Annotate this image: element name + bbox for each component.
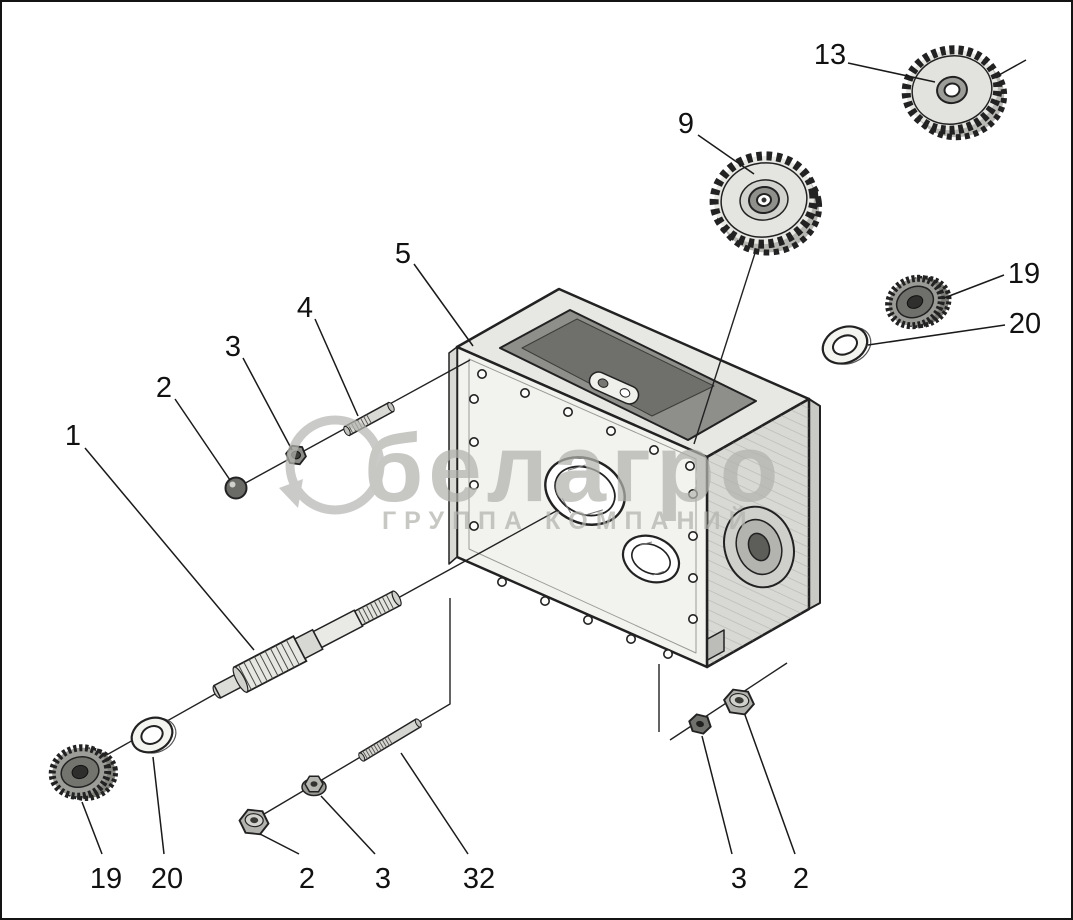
nut-2-bottom-right bbox=[723, 688, 755, 716]
housing-rear-flange bbox=[808, 398, 821, 610]
callout-5: 5 bbox=[395, 238, 411, 270]
nut-3-bottom-right bbox=[688, 713, 712, 735]
nut-3-bottom bbox=[301, 775, 327, 797]
splined-bushing-19-left bbox=[48, 744, 119, 801]
gear-9 bbox=[709, 151, 823, 256]
callout-20-right: 20 bbox=[1009, 308, 1041, 340]
leader-2-bottom bbox=[259, 833, 300, 855]
callout-2-mid: 2 bbox=[156, 372, 172, 404]
axis-line bbox=[693, 249, 757, 445]
callout-13: 13 bbox=[814, 39, 846, 71]
watermark-brand-text: белагро bbox=[364, 415, 783, 522]
callout-32: 32 bbox=[463, 863, 495, 895]
callout-3-bottom-right: 3 bbox=[731, 863, 747, 895]
callout-4: 4 bbox=[297, 292, 313, 324]
leader-13 bbox=[847, 62, 936, 83]
nut-2-bottom bbox=[238, 808, 270, 836]
leader-3-bottom-right bbox=[701, 735, 733, 855]
leader-19-left bbox=[81, 801, 103, 855]
leader-4 bbox=[314, 318, 359, 417]
leader-13-edge bbox=[998, 59, 1027, 76]
callout-19-right: 19 bbox=[1008, 258, 1040, 290]
splined-shaft-1 bbox=[212, 590, 402, 699]
leader-32 bbox=[400, 752, 469, 855]
leader-3 bbox=[242, 357, 293, 451]
watermark: белагро ГРУППА КОМПАНИЙ bbox=[279, 415, 783, 535]
gear-13 bbox=[901, 45, 1008, 141]
leader-3-bottom bbox=[320, 795, 376, 855]
leader-20-right bbox=[867, 324, 1006, 346]
callout-19-left: 19 bbox=[90, 863, 122, 895]
watermark-tagline-text: ГРУППА КОМПАНИЙ bbox=[382, 505, 755, 535]
ball-2 bbox=[224, 476, 248, 500]
leader-20-left bbox=[152, 756, 165, 855]
housing-front-plate-edge bbox=[448, 346, 458, 565]
callout-2-bottom: 2 bbox=[299, 863, 315, 895]
callout-20-left: 20 bbox=[151, 863, 183, 895]
callout-2-bottom-right: 2 bbox=[793, 863, 809, 895]
bearing-bore-lower bbox=[621, 534, 681, 584]
leader-5 bbox=[413, 263, 474, 347]
callout-labels: 13 9 5 4 3 2 1 19 20 19 20 2 3 32 3 2 bbox=[65, 39, 1041, 895]
leader-lines bbox=[81, 59, 1027, 855]
washer-20-left bbox=[130, 716, 177, 754]
splined-bushing-19-right bbox=[885, 274, 952, 330]
callout-9: 9 bbox=[678, 108, 694, 140]
axis-line bbox=[397, 509, 559, 599]
leader-2-bottom-right bbox=[744, 714, 796, 855]
stud-32 bbox=[358, 718, 422, 762]
leader-19-right bbox=[943, 274, 1005, 299]
leader-9 bbox=[697, 134, 755, 175]
watermark-logo-arrow-icon bbox=[279, 479, 303, 508]
callout-1: 1 bbox=[65, 420, 81, 452]
callout-3-mid: 3 bbox=[225, 331, 241, 363]
leader-2 bbox=[174, 398, 231, 481]
gearbox-housing bbox=[448, 287, 821, 669]
housing-side-boss bbox=[723, 505, 795, 589]
bearing-bore-upper bbox=[544, 456, 626, 526]
housing-front-plate-inner-contour bbox=[468, 358, 697, 654]
washer-20-right bbox=[821, 325, 872, 365]
leader-1 bbox=[84, 447, 255, 651]
housing-top-bracket bbox=[588, 371, 640, 405]
bolt-holes bbox=[468, 368, 698, 659]
watermark-logo-icon bbox=[285, 415, 385, 515]
callout-3-bottom: 3 bbox=[375, 863, 391, 895]
